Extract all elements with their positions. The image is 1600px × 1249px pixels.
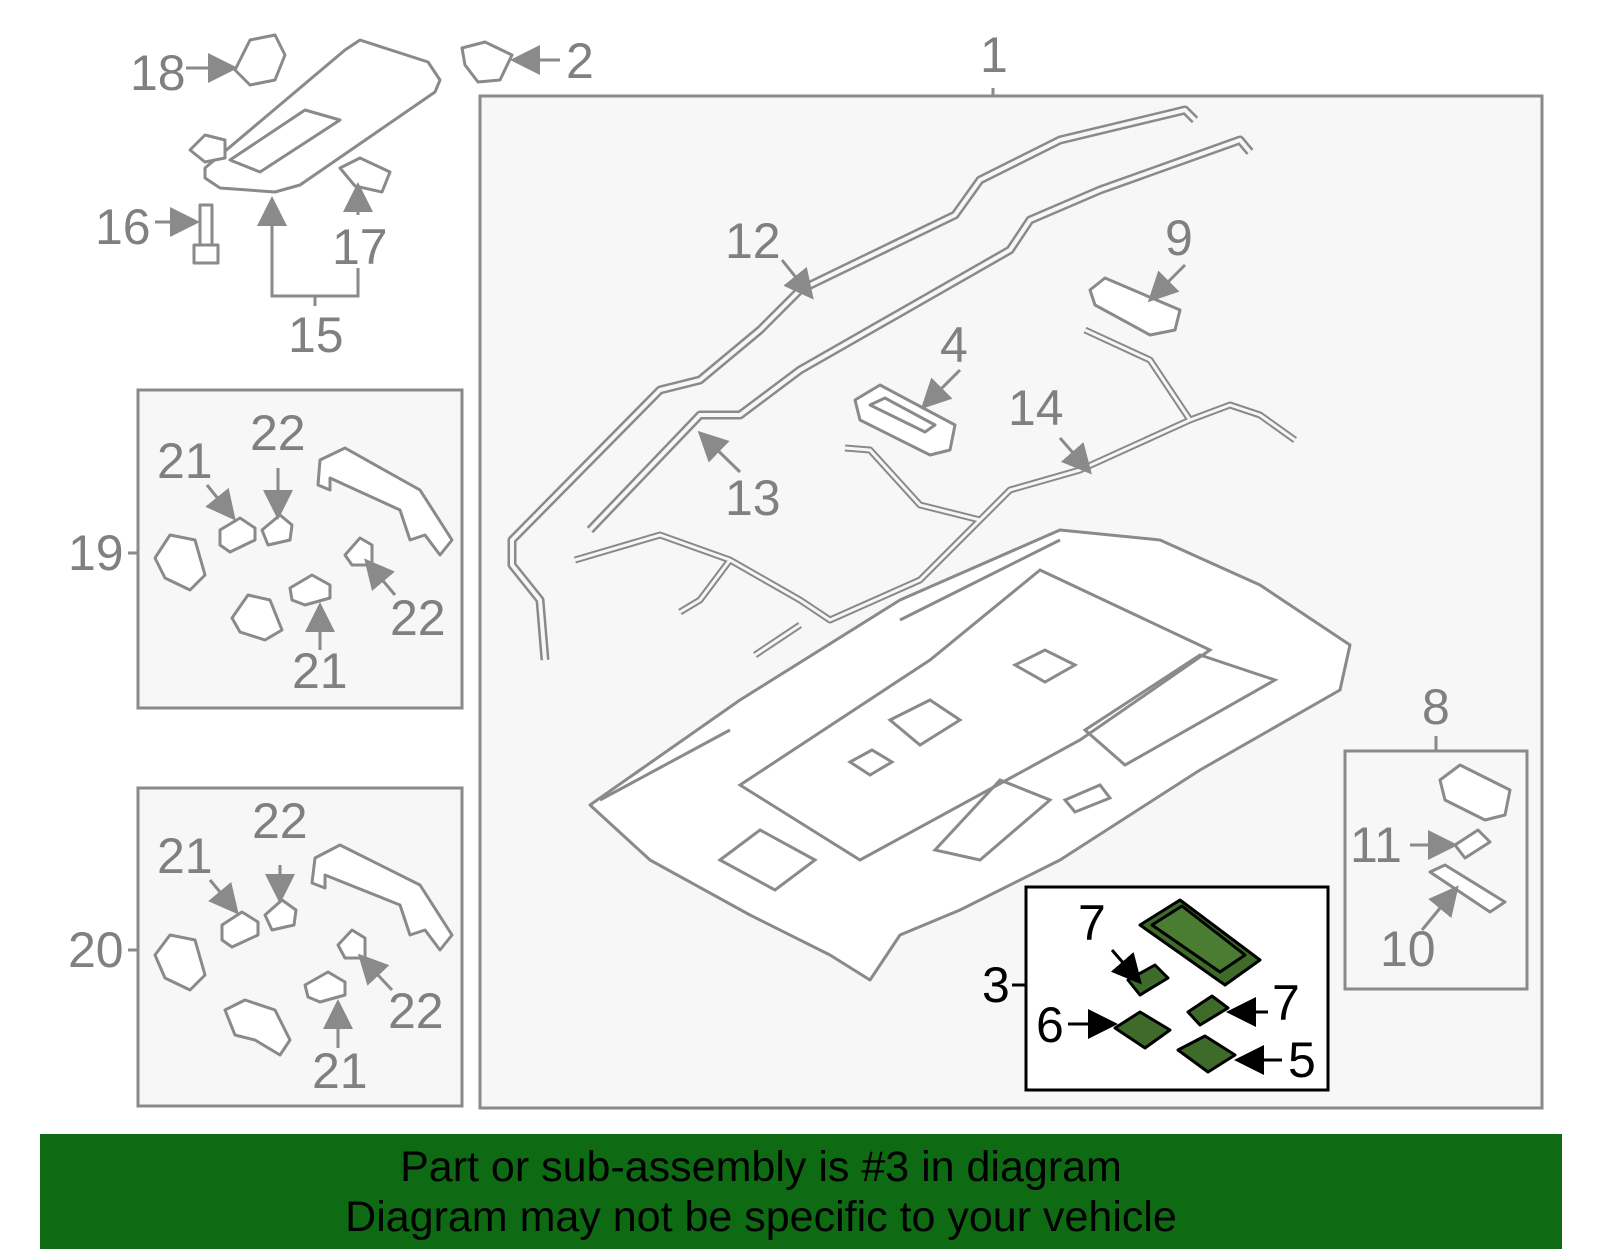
callout-9: 9 — [1165, 210, 1193, 266]
lens-10 — [1428, 863, 1507, 914]
visor-cap-17 — [338, 156, 392, 194]
callout-21b: 21 — [292, 643, 348, 699]
callout-18: 18 — [130, 45, 186, 101]
lamp-cover-6 — [1113, 1010, 1172, 1050]
callout-13: 13 — [725, 470, 781, 526]
clip-22-d — [336, 928, 367, 960]
banner-line-2: Diagram may not be specific to your vehi… — [345, 1193, 1177, 1241]
callout-22b: 22 — [390, 590, 446, 646]
clip-21-c — [220, 910, 260, 949]
map-lamp-4 — [853, 383, 957, 457]
clip-22-b — [343, 536, 374, 567]
callout-7a: 7 — [1078, 895, 1106, 951]
callout-4: 4 — [940, 317, 968, 373]
callout-5: 5 — [1288, 1032, 1316, 1088]
callout-17: 17 — [332, 219, 388, 275]
info-banner: Part or sub-assembly is #3 in diagram Di… — [40, 1134, 1562, 1249]
callout-21c: 21 — [157, 828, 213, 884]
callout-22a: 22 — [250, 405, 306, 461]
clip-21-b — [288, 573, 332, 607]
callout-1: 1 — [980, 27, 1008, 83]
callout-12: 12 — [725, 213, 781, 269]
sun-visor — [188, 38, 442, 194]
bulb-7a — [1126, 963, 1170, 997]
callout-22d: 22 — [388, 983, 444, 1039]
callout-6: 6 — [1036, 997, 1064, 1053]
clip-21-d — [303, 970, 347, 1004]
bolt-16 — [192, 203, 220, 265]
callout-16: 16 — [95, 199, 151, 255]
callout-20: 20 — [68, 922, 124, 978]
callout-10: 10 — [1380, 921, 1436, 977]
banner-line-1: Part or sub-assembly is #3 in diagram — [400, 1143, 1122, 1191]
callout-21d: 21 — [312, 1043, 368, 1099]
grab-handle-20 — [310, 843, 454, 952]
bulb-11 — [1453, 828, 1492, 860]
dome-lamp-lens-3 — [1138, 898, 1262, 987]
bracket-19-b — [230, 593, 284, 642]
lamp-9 — [1088, 276, 1182, 337]
callout-21a: 21 — [157, 433, 213, 489]
callout-14: 14 — [1008, 380, 1064, 436]
callout-2: 2 — [566, 33, 594, 89]
bracket-19-a — [153, 533, 207, 592]
bracket-20-b — [223, 998, 292, 1057]
callout-22c: 22 — [252, 793, 308, 849]
callout-11: 11 — [1350, 817, 1402, 873]
lamp-housing-8 — [1438, 763, 1512, 822]
clip-21-a — [218, 516, 257, 554]
visor-clip-18 — [233, 33, 287, 87]
callout-19: 19 — [68, 525, 124, 581]
callout-8: 8 — [1422, 679, 1450, 735]
grab-handle-19 — [316, 446, 454, 557]
callout-7b: 7 — [1272, 975, 1300, 1031]
callout-3: 3 — [982, 957, 1010, 1013]
bracket-20-a — [153, 933, 207, 992]
headliner-panel — [588, 528, 1352, 982]
visor-holder-2 — [460, 40, 514, 84]
callout-15: 15 — [288, 307, 344, 363]
